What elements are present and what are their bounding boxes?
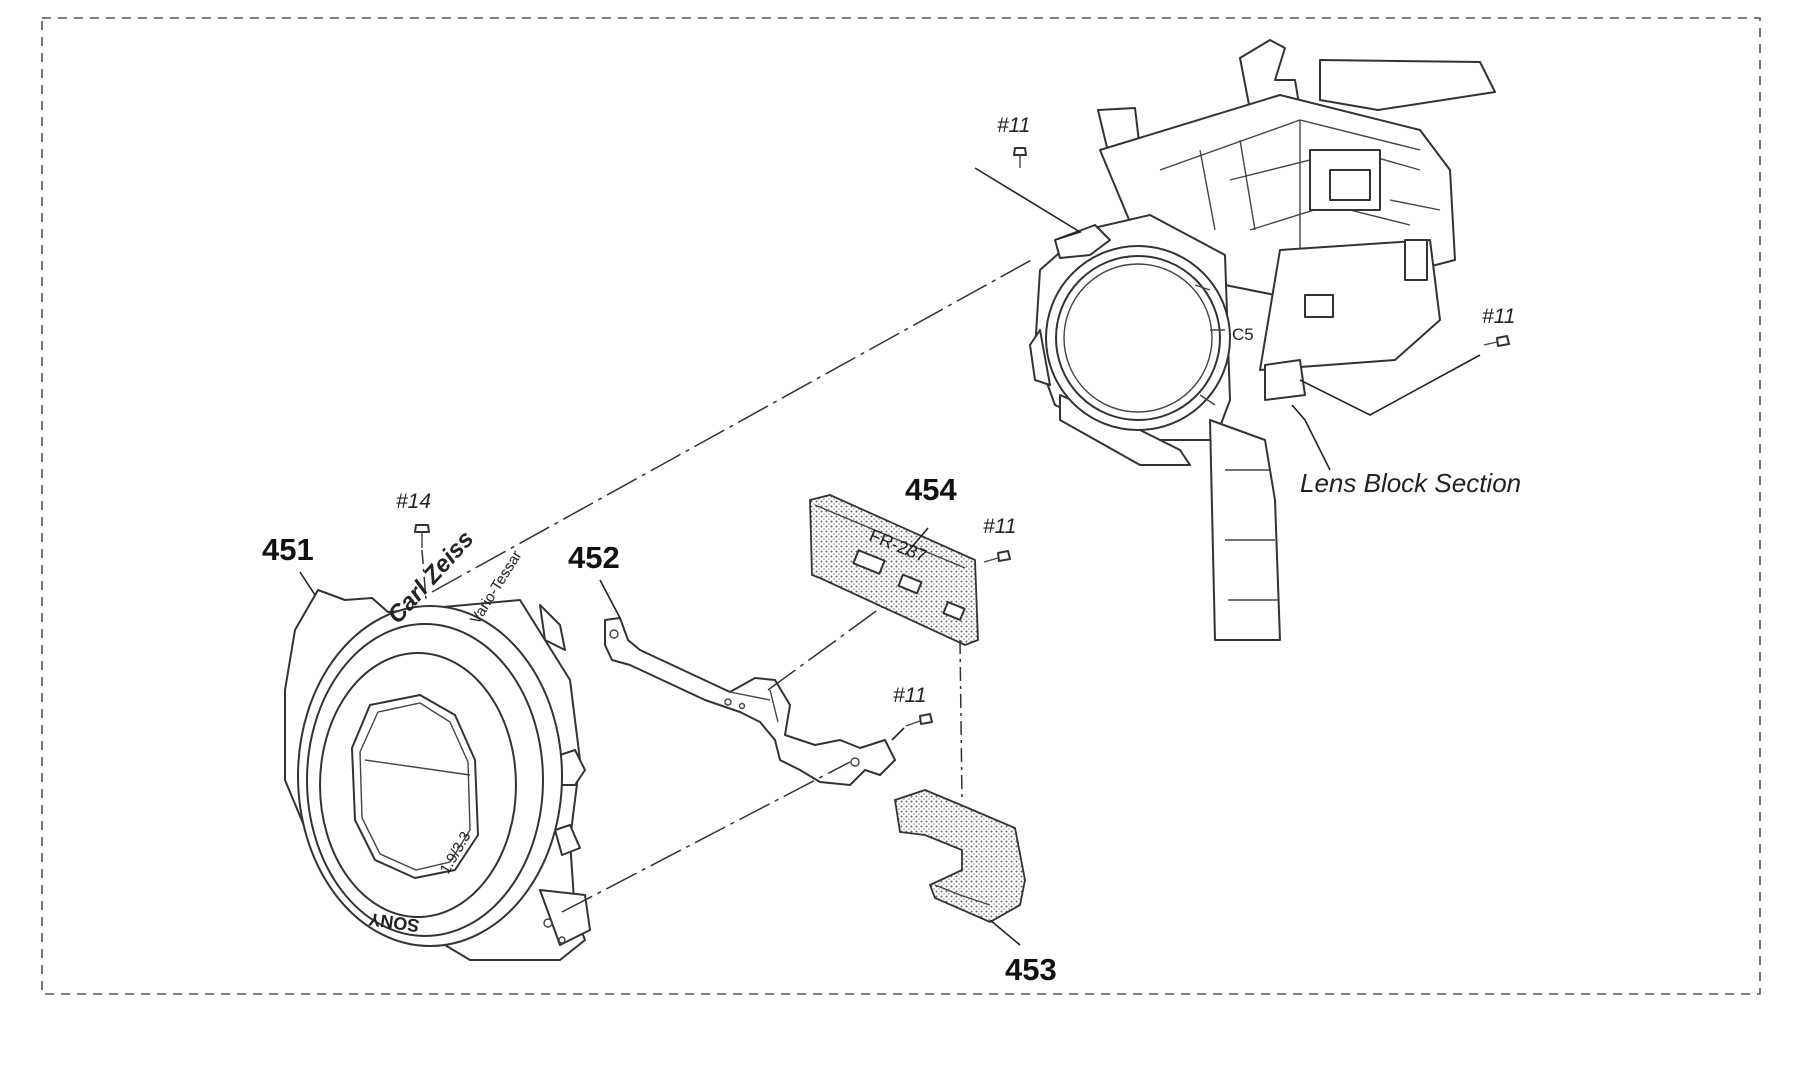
part-451-label: 451 (262, 532, 314, 567)
screw-11-top-label: #11 (997, 114, 1030, 137)
screw-14 (414, 524, 430, 601)
screw-11-right (1299, 335, 1510, 416)
screw-11-board (983, 550, 1011, 563)
part-454-label: 454 (905, 472, 957, 507)
screw-11-right-label: #11 (1482, 305, 1515, 328)
lens-block-section-label: Lens Block Section (1300, 468, 1521, 498)
part-451-lens-ring: Carl Zeiss Vario-Tessar 1.9/3.3 SONY (284, 526, 591, 961)
lens-block-section: C5 (1029, 39, 1496, 641)
part-452-bracket (604, 617, 896, 786)
alignment-line-451-to-452 (561, 761, 851, 913)
part-452-label: 452 (568, 540, 620, 575)
alignment-line-454-to-453 (959, 639, 963, 801)
diagram-border (41, 17, 1761, 995)
svg-text:C5: C5 (1232, 325, 1254, 344)
screw-11-board-label: #11 (983, 515, 1016, 538)
part-454-circuit-board: FR-237 (809, 494, 979, 646)
part-453-flex-sheet (893, 789, 1026, 924)
screw-14-label: #14 (396, 490, 431, 513)
part-453-label: 453 (1005, 952, 1057, 987)
alignment-line-451-to-block (431, 257, 1036, 593)
screw-11-middle-label: #11 (893, 684, 926, 707)
screw-11-middle (891, 713, 933, 741)
screw-11-top (974, 147, 1082, 241)
